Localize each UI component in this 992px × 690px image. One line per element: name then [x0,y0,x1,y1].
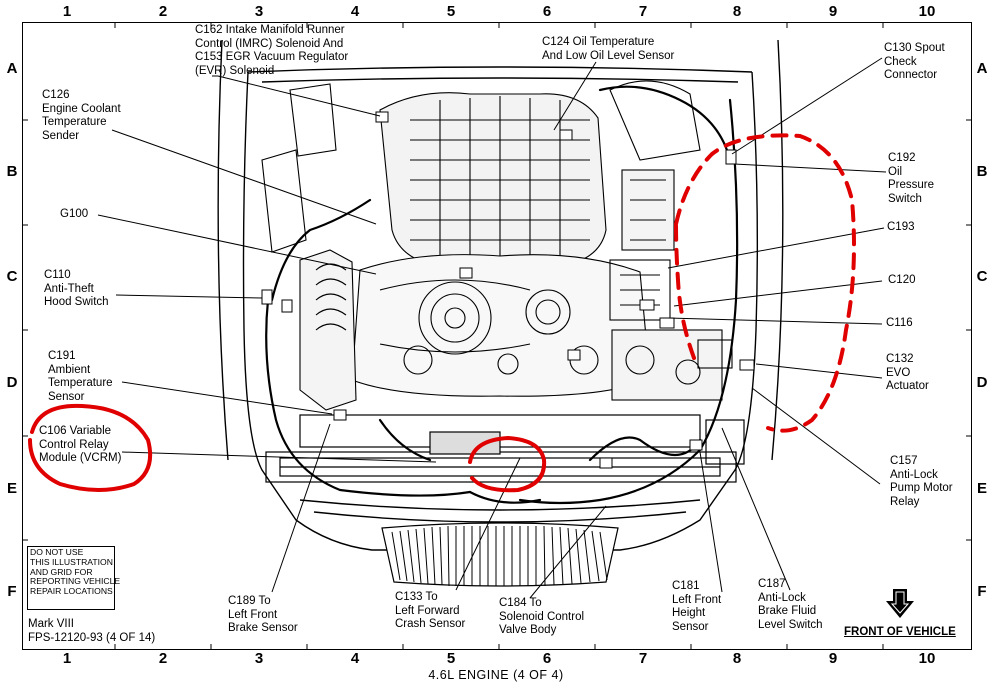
label-c189: C189 To Left Front Brake Sensor [228,595,298,635]
label-c124: C124 Oil Temperature And Low Oil Level S… [542,36,675,62]
label-c106: C106 Variable Control Relay Module (VCRM… [39,425,122,465]
red-circle-vcrm [28,403,153,492]
grid-col-4: 4 [350,650,360,667]
grid-col-9: 9 [828,3,838,20]
engine-block [351,92,651,397]
label-c162: C162 Intake Manifold Runner Control (IMR… [195,24,349,77]
label-c157: C157 Anti-Lock Pump Motor Relay [890,455,953,508]
front-of-vehicle-label: FRONT OF VEHICLE [844,626,956,638]
label-c133: C133 To Left Forward Crash Sensor [395,591,466,631]
grid-col-3: 3 [254,650,264,667]
footer-reference: FPS-12120-93 (4 OF 14) [28,632,156,644]
grid-col-5: 5 [446,3,456,20]
abs-module-area [609,80,733,401]
wiring-harness [265,85,739,505]
grid-row-c: C [976,268,988,285]
label-g100: G100 [60,208,89,220]
grid-col-1: 1 [62,3,72,20]
grid-row-a: A [6,60,18,77]
diagram-title: 4.6L ENGINE (4 OF 4) [428,668,564,682]
front-arrow-icon [886,589,914,618]
label-c181: C181 Left Front Height Sensor [672,580,722,633]
label-c116: C116 [886,317,913,329]
grid-row-d: D [976,374,988,391]
grid-col-7: 7 [638,650,648,667]
red-dashed-region [674,133,856,433]
grid-col-1: 1 [62,650,72,667]
disclaimer-notice: DO NOT USE THIS ILLUSTRATION AND GRID FO… [27,546,120,610]
grid-row-f: F [7,583,17,600]
grid-col-2: 2 [158,3,168,20]
grid-row-a: A [976,60,988,77]
footer-model: Mark VIII [28,618,75,630]
grid-col-10: 10 [918,3,936,20]
grid-row-d: D [6,374,18,391]
grid-row-f: F [977,583,987,600]
label-c184: C184 To Solenoid Control Valve Body [499,597,585,637]
connectors [261,111,755,469]
grid-col-8: 8 [732,650,742,667]
grid-col-10: 10 [918,650,936,667]
grid-row-c: C [6,268,18,285]
grid-row-b: B [976,163,988,180]
grid-col-6: 6 [542,3,552,20]
radiator-support [265,414,745,483]
grid-col-9: 9 [828,650,838,667]
label-c126: C126 Engine Coolant Temperature Sender [42,89,121,142]
grid-row-b: B [6,163,18,180]
label-c120: C120 [888,274,916,286]
grid-row-e: E [976,480,987,497]
label-c191: C191 Ambient Temperature Sensor [48,350,113,403]
grid-col-3: 3 [254,3,264,20]
label-c192: C192 Oil Pressure Switch [888,152,935,205]
grid-col-2: 2 [158,650,168,667]
grid-col-4: 4 [350,3,360,20]
label-c193: C193 [887,221,915,233]
grid-col-7: 7 [638,3,648,20]
diagram-frame [22,22,972,650]
grid-col-6: 6 [542,650,552,667]
red-circle-connector [468,435,547,493]
label-c130: C130 Spout Check Connector [884,42,945,82]
grid-row-e: E [6,480,17,497]
grid-ticks [22,22,972,650]
air-intake-duct [261,83,675,411]
label-c187: C187 Anti-Lock Brake Fluid Level Switch [758,578,823,631]
label-c110: C110 Anti-Theft Hood Switch [44,269,109,309]
grid-col-8: 8 [732,3,742,20]
leader-lines [97,57,887,599]
red-annotations [28,133,856,493]
grille [381,522,619,587]
label-c132: C132 EVO Actuator [886,353,929,393]
grid-col-5: 5 [446,650,456,667]
